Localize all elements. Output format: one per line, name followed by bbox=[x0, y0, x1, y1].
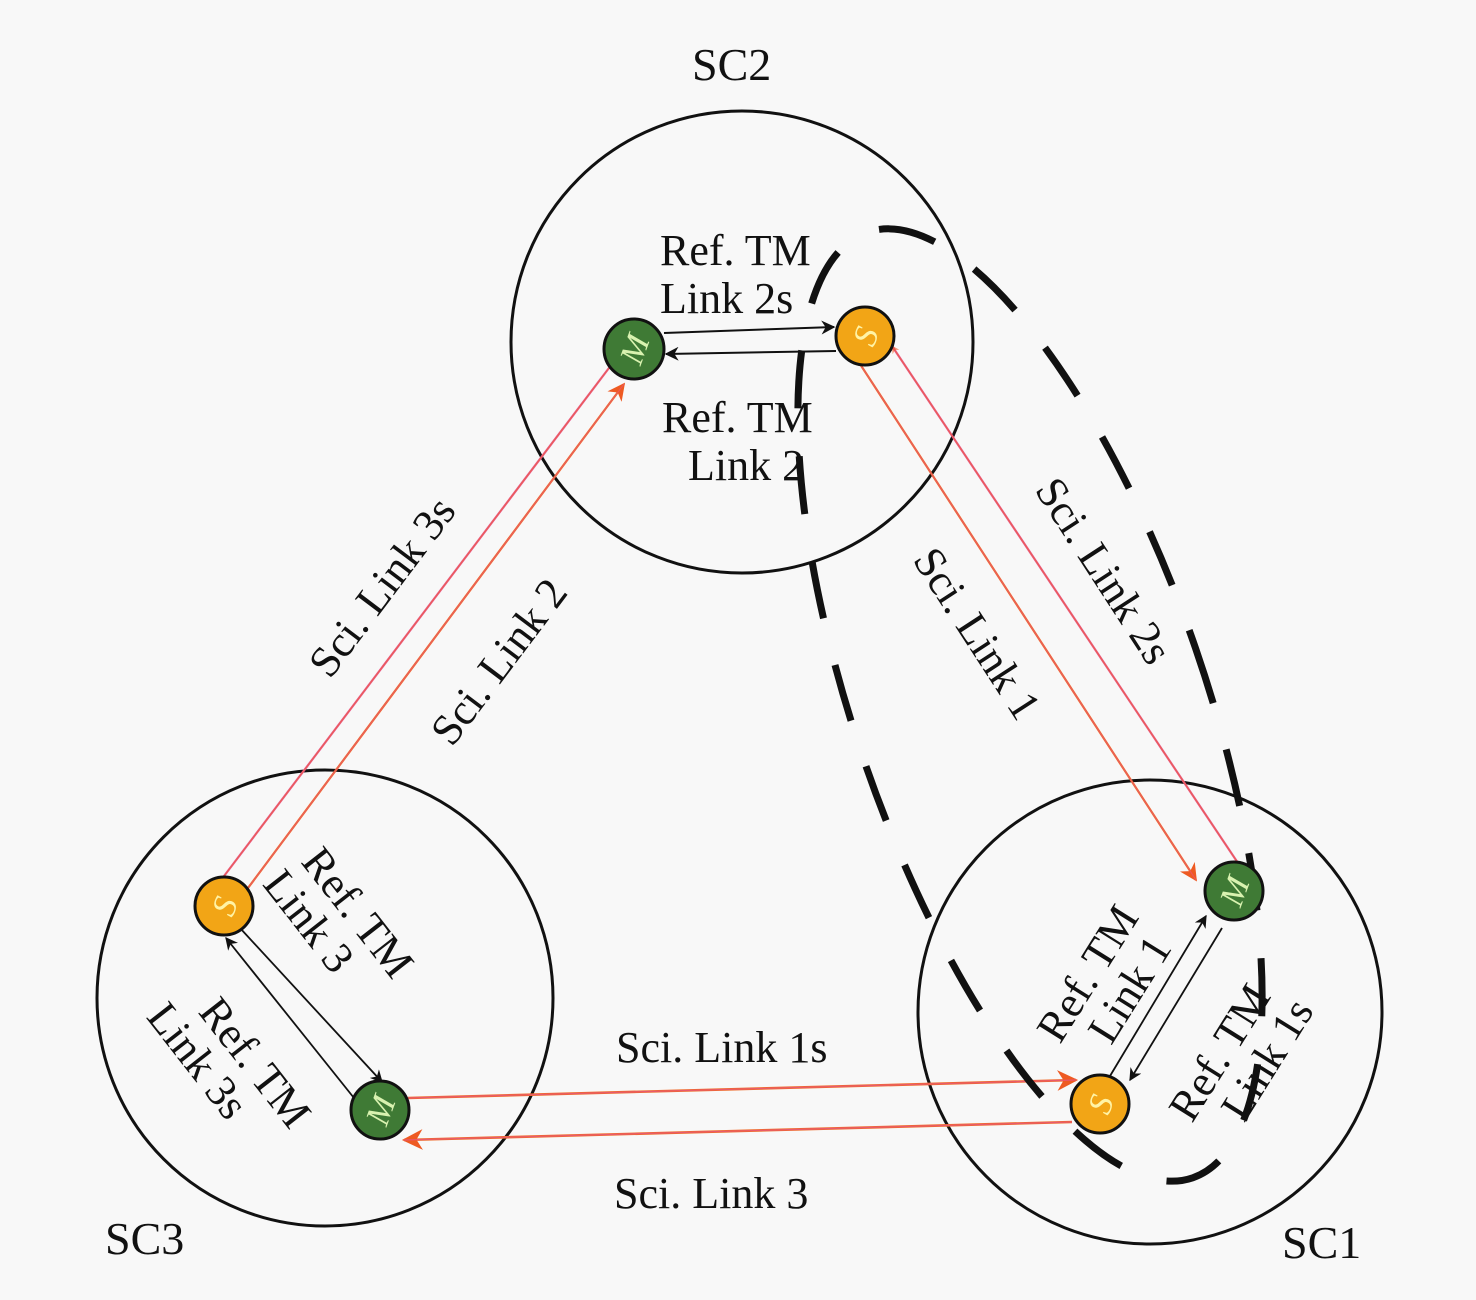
sc3-m-node: M bbox=[349, 1079, 411, 1141]
sci-link-1s-label: Sci. Link 1s bbox=[616, 1023, 827, 1072]
sc1-m-node: M bbox=[1203, 860, 1265, 922]
sc1-s-node: S bbox=[1069, 1073, 1131, 1135]
ref-link-2s-label-line1: Ref. TM bbox=[660, 226, 811, 275]
ref-link-2s-line bbox=[663, 320, 836, 335]
sci-link-1-label: Sci. Link 1 bbox=[904, 539, 1051, 729]
ref-link-3s-line bbox=[225, 937, 363, 1109]
ref-link-2-label-line1: Ref. TM bbox=[662, 393, 813, 442]
sci-link-3s-label: Sci. Link 3s bbox=[299, 488, 465, 686]
ref-link-1s-line bbox=[1129, 927, 1223, 1082]
sci-link-2s-label: Sci. Link 2s bbox=[1026, 469, 1182, 673]
sc3-boundary bbox=[95, 768, 555, 1228]
sci-link-2-line-shadow bbox=[247, 383, 625, 889]
sci-link-2s-line-shadow bbox=[891, 345, 1241, 867]
sci-link-1s-line-shadow bbox=[407, 1079, 1077, 1099]
sci-link-3s-line-shadow bbox=[217, 363, 613, 885]
ref-link-1-line bbox=[1109, 914, 1207, 1077]
sc2-label: SC2 bbox=[692, 39, 771, 90]
sc3-label: SC3 bbox=[105, 1213, 184, 1264]
sc1-label: SC1 bbox=[1282, 1217, 1361, 1268]
ref-link-2-label-line2: Link 2 bbox=[688, 441, 804, 490]
sci-link-2-label: Sci. Link 2 bbox=[421, 569, 577, 754]
sc2-s-node: S bbox=[834, 305, 896, 367]
sci-link-3-label: Sci. Link 3 bbox=[614, 1169, 808, 1218]
sc2-m-node: M bbox=[602, 317, 666, 381]
dashed-region-outline bbox=[794, 225, 1266, 1185]
sc3-s-node: S bbox=[193, 875, 255, 937]
sc1-boundary bbox=[916, 778, 1384, 1246]
sci-link-1-line-shadow bbox=[859, 363, 1197, 881]
ref-link-3-line bbox=[239, 927, 383, 1083]
sci-link-3-line-shadow bbox=[403, 1121, 1073, 1141]
sc2-boundary bbox=[509, 109, 975, 575]
ref-link-2s-label-line2: Link 2s bbox=[660, 274, 793, 323]
ref-link-2-line bbox=[664, 346, 837, 361]
